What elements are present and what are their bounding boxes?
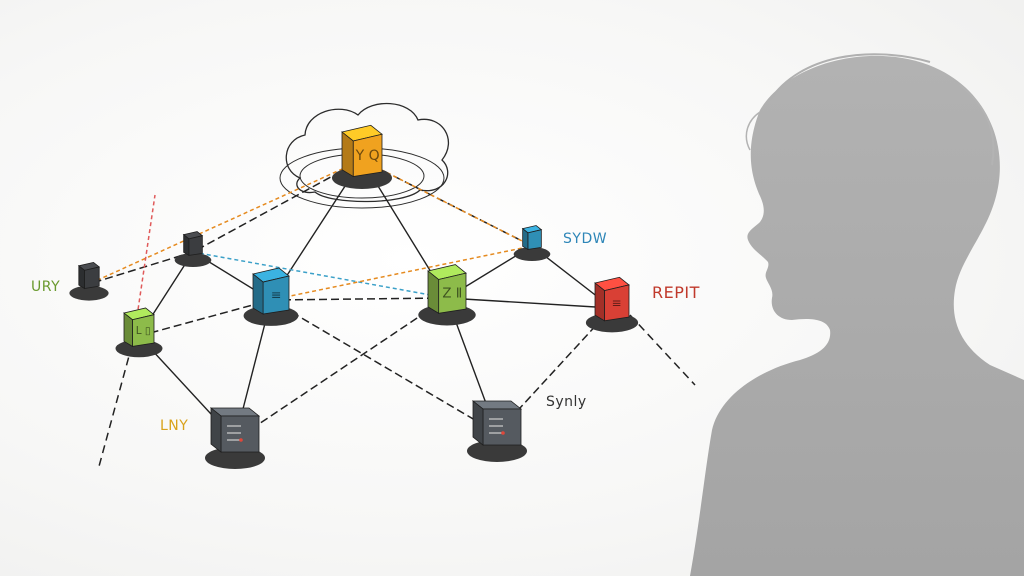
link-top-left-device-left-device bbox=[88, 251, 194, 285]
node-bottom-right-server bbox=[467, 400, 527, 462]
node-bottom-left-server bbox=[205, 407, 265, 469]
cube-front bbox=[84, 266, 100, 289]
node-base bbox=[467, 440, 527, 462]
cube-side bbox=[123, 312, 133, 348]
status-led-icon bbox=[239, 438, 243, 442]
link-center-green-right-red bbox=[446, 297, 613, 309]
cube-front bbox=[527, 229, 542, 250]
node-base bbox=[115, 339, 163, 358]
cube-side bbox=[252, 273, 264, 315]
label-repit: REPIT bbox=[652, 283, 700, 302]
link-cloud-core-left-device bbox=[88, 159, 363, 285]
node-center-blue: ≡ bbox=[243, 267, 299, 326]
link-top-left-device-center-green bbox=[192, 251, 448, 299]
node-cloud-core: Y Q bbox=[332, 124, 392, 189]
cube-glyph-icon: Y Q bbox=[355, 148, 380, 164]
person-silhouette bbox=[690, 53, 1024, 576]
cube-glyph-icon: Z Ⅱ bbox=[442, 287, 462, 302]
link-trailing-0 bbox=[97, 344, 133, 471]
cube-glyph-icon: ≡ bbox=[271, 287, 282, 302]
cube-side bbox=[594, 282, 605, 322]
label-sydw: SYDW bbox=[563, 231, 607, 247]
server-front bbox=[482, 408, 522, 446]
node-left-device bbox=[69, 261, 109, 301]
link-trailing-1 bbox=[134, 194, 156, 331]
label-lny: LNY bbox=[160, 418, 188, 434]
cube-glyph-icon: L ▯ bbox=[136, 325, 151, 337]
node-base bbox=[513, 247, 551, 262]
cube-side bbox=[183, 233, 190, 257]
network-nodes: Y Q L ▯ ≡ Z Ⅱ ≡ bbox=[69, 124, 639, 469]
link-trailing-2 bbox=[629, 314, 696, 386]
server-front bbox=[220, 415, 260, 453]
cube-side bbox=[78, 264, 85, 290]
cube-glyph-icon: ≡ bbox=[612, 296, 622, 310]
cube-side bbox=[522, 227, 529, 251]
link-cloud-core-top-right-blue bbox=[361, 159, 533, 247]
link-center-blue-top-right-blue bbox=[270, 245, 533, 301]
label-synly: Synly bbox=[546, 394, 587, 410]
cube-front bbox=[188, 235, 203, 256]
label-ury: URY bbox=[31, 279, 60, 295]
cube-side bbox=[427, 270, 440, 314]
cube-side bbox=[341, 131, 354, 178]
link-center-blue-center-green bbox=[270, 297, 448, 301]
node-base bbox=[205, 447, 265, 469]
node-base bbox=[69, 285, 109, 301]
link-left-green-center-blue bbox=[138, 299, 272, 337]
link-center-green-bottom-left-server bbox=[234, 297, 448, 441]
node-left-green: L ▯ bbox=[115, 307, 163, 358]
node-center-green: Z Ⅱ bbox=[418, 264, 476, 326]
link-center-blue-bottom-right-server bbox=[270, 299, 498, 434]
node-top-left-device bbox=[174, 231, 212, 268]
status-led-icon bbox=[501, 431, 505, 435]
node-top-right-blue bbox=[513, 225, 551, 262]
node-right-red: ≡ bbox=[585, 276, 639, 333]
node-base bbox=[174, 253, 212, 268]
link-cloud-core-top-left-device bbox=[192, 159, 363, 253]
